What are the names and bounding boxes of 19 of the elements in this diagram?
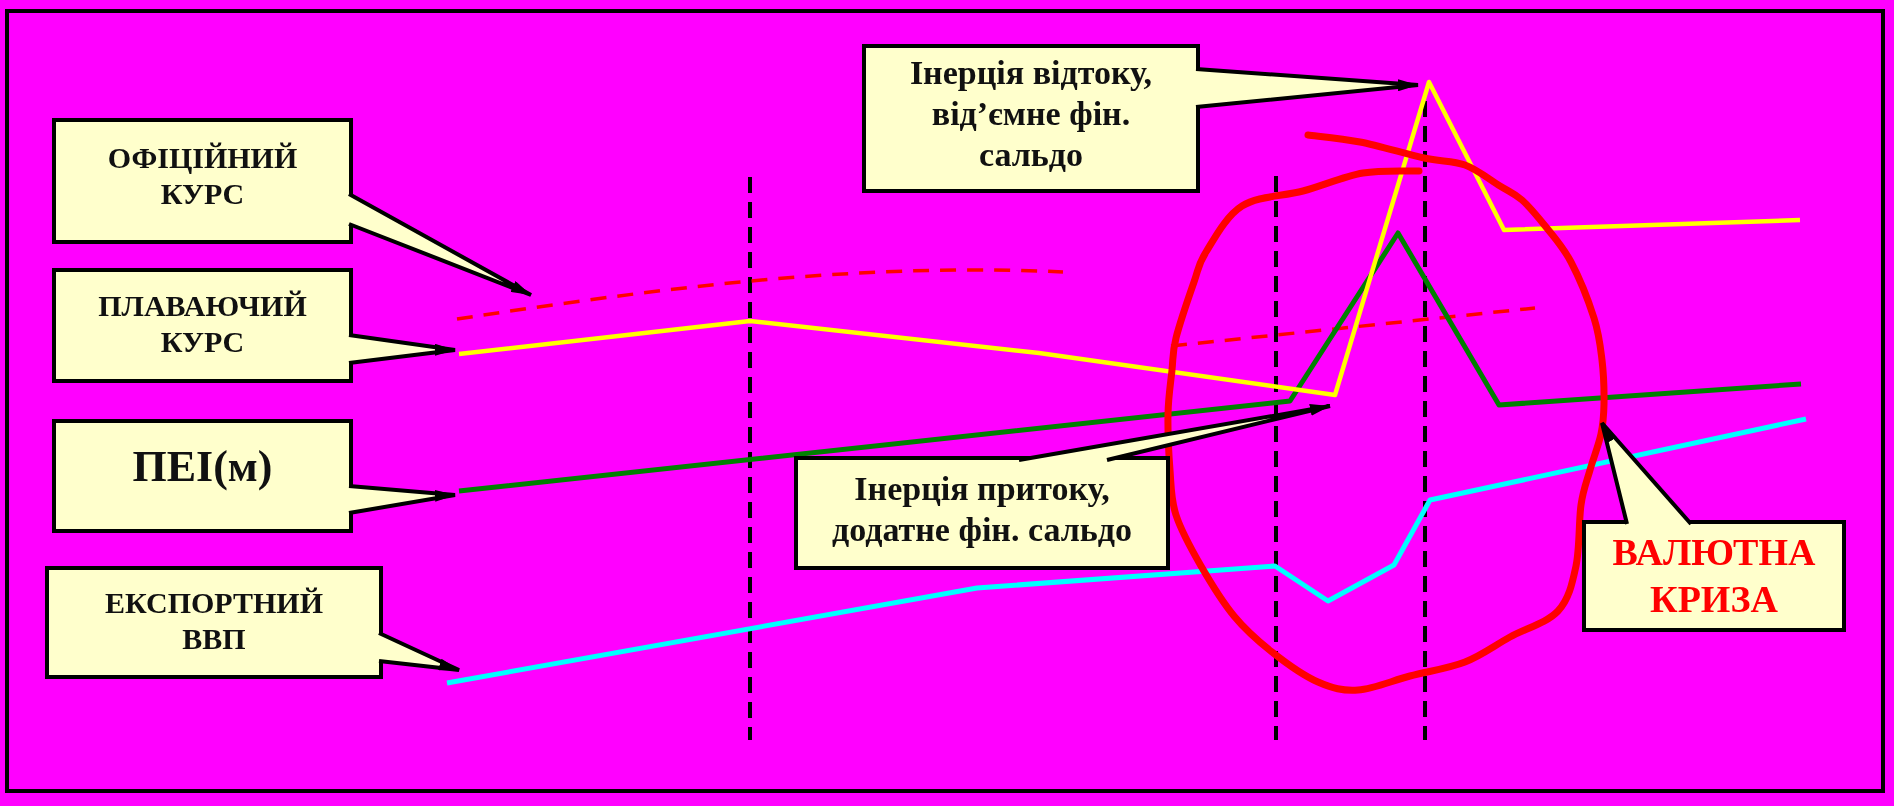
callout-pointer	[1194, 67, 1420, 109]
callout-pointer	[1017, 402, 1332, 462]
callout-box	[52, 118, 353, 244]
callout-text: ПЕІ(м)	[132, 440, 273, 493]
callout-box	[862, 44, 1200, 193]
callout-pointer	[347, 192, 533, 297]
callout-pointer	[347, 484, 457, 515]
callout-text: ВАЛЮТНА КРИЗА	[1611, 529, 1817, 622]
callout-text: Інерція притоку, додатне фін. сальдо	[830, 469, 1133, 550]
callout-box	[52, 419, 353, 533]
callout-box	[45, 566, 383, 679]
callout-text: ЕКСПОРТНИЙ ВВП	[103, 584, 325, 657]
callout-pointer	[347, 333, 457, 365]
callout-box	[52, 268, 353, 383]
callout-text: ПЛАВАЮЧИЙ КУРС	[97, 287, 308, 360]
callout-text: Інерція відтоку, від’ємне фін. сальдо	[908, 53, 1154, 175]
callout-pointer	[377, 631, 461, 673]
callout-pointer	[1600, 421, 1693, 526]
callout-text: ОФІЦІЙНИЙ КУРС	[106, 140, 299, 212]
